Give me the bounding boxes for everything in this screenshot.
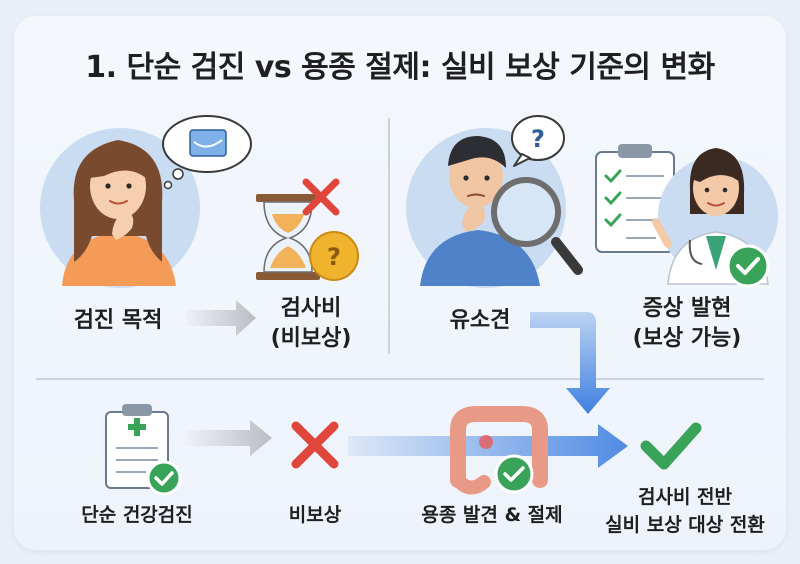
svg-text:?: ?	[531, 125, 545, 153]
symptom-label: 증상 발현	[642, 296, 732, 321]
man-with-magnifier-icon	[406, 128, 583, 288]
checkup-label: 단순 건강검진	[81, 504, 193, 526]
red-x-icon	[302, 178, 340, 216]
thought-bubble-icon	[162, 115, 252, 190]
svg-text:?: ?	[327, 243, 341, 271]
horizontal-divider	[36, 378, 764, 380]
coverage-possible-label: (보상 가능)	[632, 326, 742, 351]
red-x-icon	[291, 421, 339, 469]
not-covered-label: (비보상)	[270, 326, 352, 351]
hourglass-icon	[256, 194, 320, 280]
finding-label: 유소견	[449, 308, 511, 333]
blue-elbow-arrow-icon	[530, 312, 610, 414]
no-coverage-label: 비보상	[288, 504, 342, 526]
final-line2-label: 실비 보상 대상 전환	[605, 514, 765, 536]
colon-icon	[450, 406, 548, 495]
small-check-icon	[146, 460, 182, 496]
exam-cost-label: 검사비	[280, 296, 342, 321]
question-bubble-icon: ?	[511, 115, 565, 167]
final-line1-label: 검사비 전반	[637, 486, 732, 508]
small-check-icon	[494, 454, 534, 494]
gray-arrow-icon	[186, 300, 256, 336]
thinking-woman-icon	[40, 128, 200, 288]
green-check-icon	[726, 244, 770, 288]
coin-question-icon: ?	[309, 231, 359, 281]
vertical-divider	[388, 118, 390, 354]
gray-arrow-icon	[186, 420, 272, 456]
purpose-label: 검진 목적	[73, 308, 163, 333]
large-check-icon	[640, 422, 702, 470]
polyp-label: 용종 발견 & 절제	[421, 504, 563, 526]
page-title: 1. 단순 검진 vs 용종 절제: 실비 보상 기준의 변화	[85, 50, 715, 85]
